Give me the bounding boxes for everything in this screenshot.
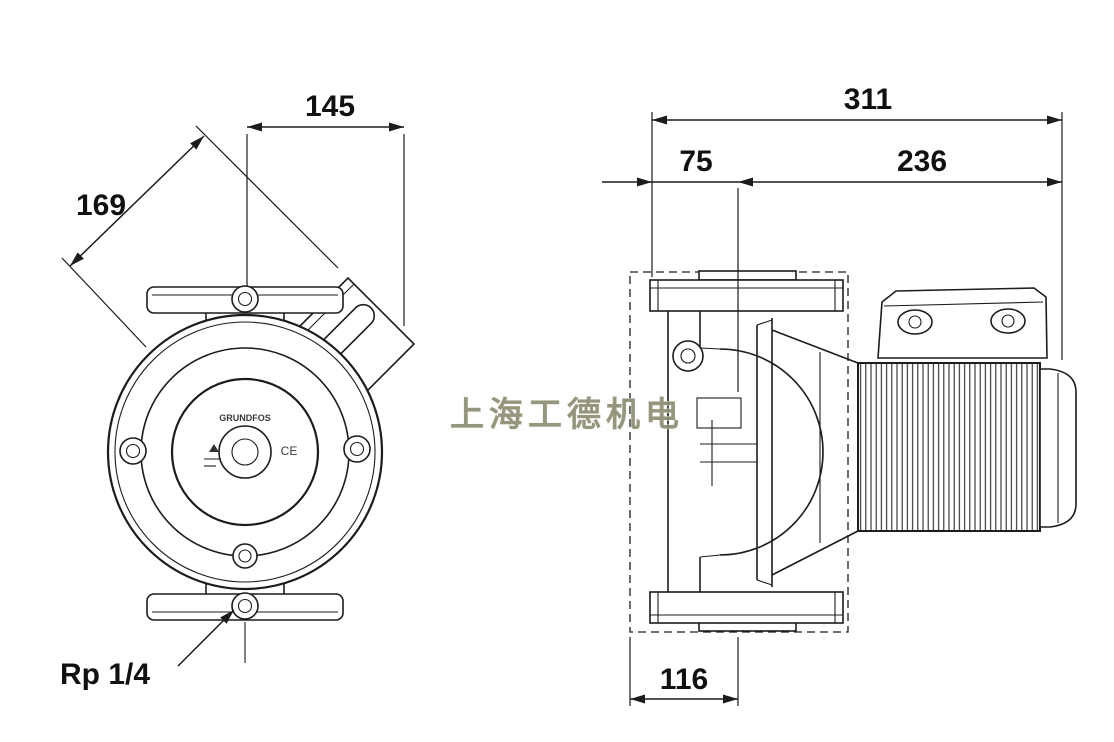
top-port-face <box>698 270 797 281</box>
dim-145-label: 145 <box>305 90 355 123</box>
flange-bolt-hole-side <box>672 340 704 372</box>
watermark-text: 上海工德机电 <box>450 395 684 435</box>
dim-169-label: 169 <box>76 189 126 222</box>
dim-311-label: 311 <box>844 83 892 116</box>
pump-casing-side <box>667 311 859 592</box>
cable-gland-right <box>990 308 1026 334</box>
motor-end-cap <box>1039 368 1077 528</box>
dim-75-label: 75 <box>679 145 712 178</box>
dim-116-label: 116 <box>660 663 708 696</box>
ce-mark: CE <box>281 444 298 458</box>
brand-logo: GRUNDFOS <box>219 413 271 423</box>
housing-ring <box>114 321 376 583</box>
pump-side-view <box>629 270 1077 633</box>
dimension-145: 145 <box>246 90 405 326</box>
flow-direction-marks <box>204 444 221 467</box>
port-callout-rp14: Rp 1/4 <box>60 609 235 691</box>
bolt-holes-front <box>119 285 371 620</box>
front-cover-circle <box>170 377 320 527</box>
volute-outline <box>719 348 824 556</box>
cable-gland-left <box>897 309 933 335</box>
dimension-169: 169 <box>61 125 339 348</box>
dim-236-label: 236 <box>897 145 947 178</box>
leader-line <box>177 609 235 667</box>
nameplate-side <box>696 397 742 429</box>
port-thread-label: Rp 1/4 <box>60 658 150 691</box>
dimension-236: 236 <box>737 145 1062 392</box>
terminal-box-side <box>877 287 1048 359</box>
housing-outer-circle <box>106 313 384 591</box>
motor-stator-fins <box>857 362 1041 532</box>
dimension-311: 311 <box>651 83 1063 360</box>
flange-envelope-dashed <box>629 271 849 633</box>
top-flange-side <box>649 279 844 312</box>
shaft-circle <box>231 438 259 466</box>
dimension-116: 116 <box>629 637 739 706</box>
dimension-75: 75 <box>602 145 738 187</box>
bottom-flange-side <box>649 591 844 624</box>
pump-front-view: GRUNDFOS CE <box>106 276 416 663</box>
